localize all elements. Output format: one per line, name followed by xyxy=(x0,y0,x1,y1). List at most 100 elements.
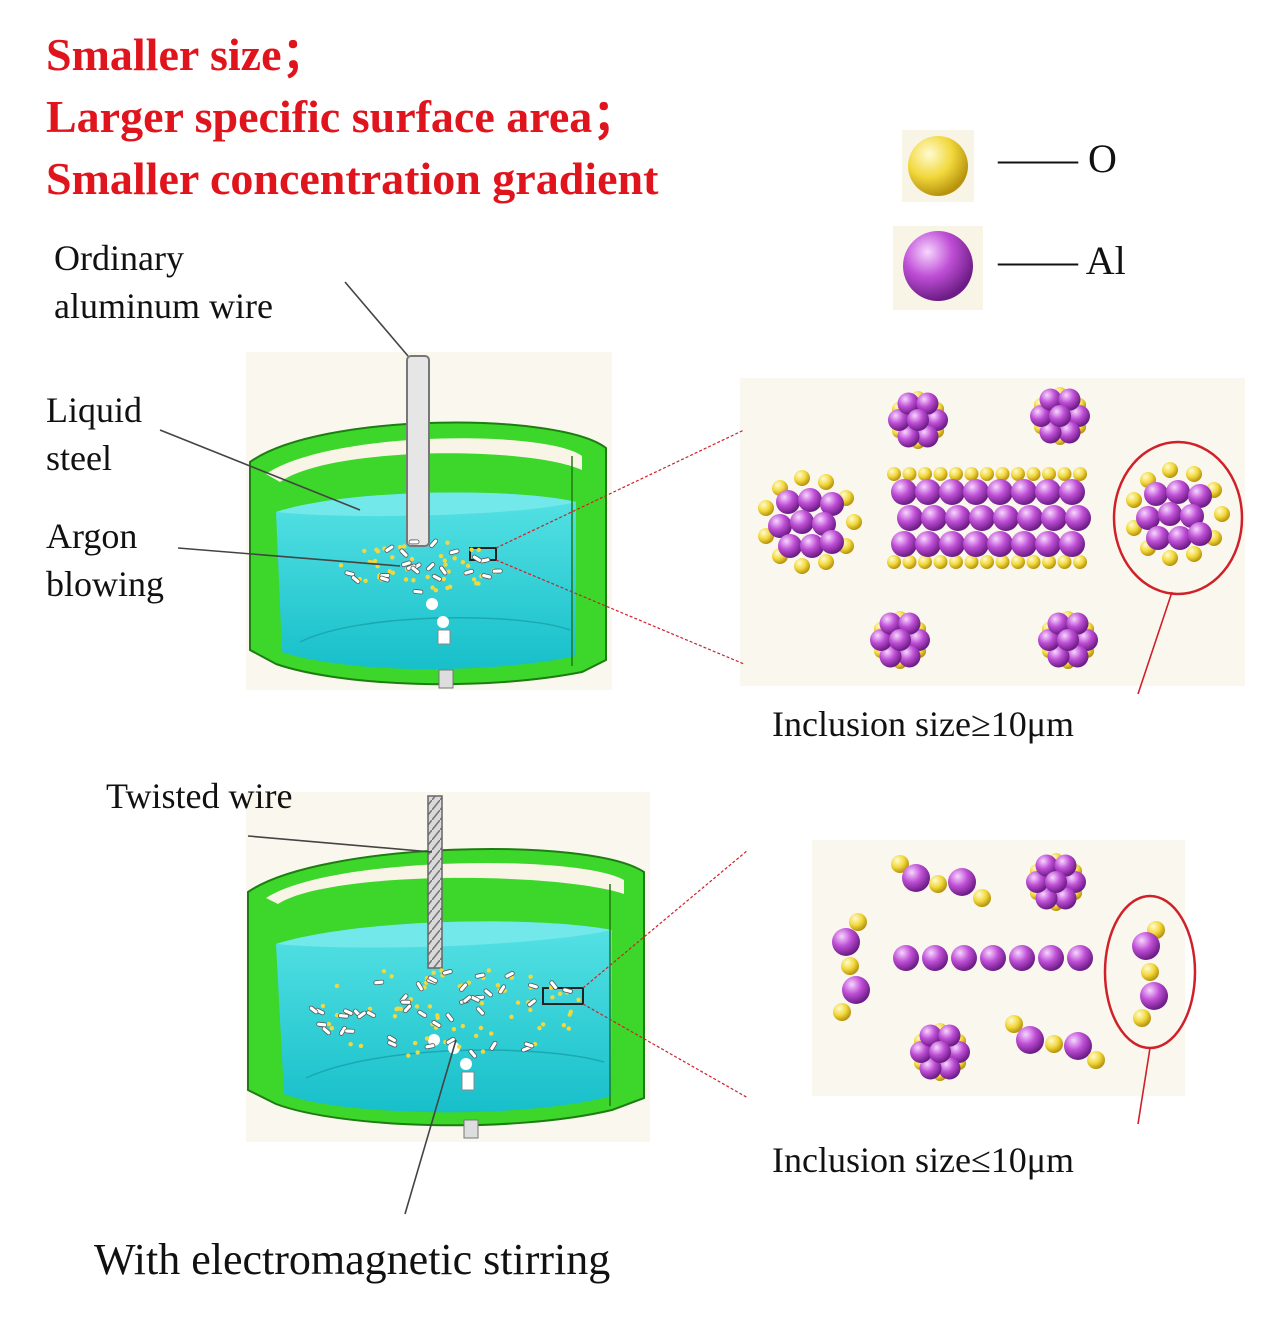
aluminum-atom xyxy=(1058,388,1081,411)
inclusion-rod xyxy=(459,982,468,992)
inclusion-rod xyxy=(387,1040,398,1048)
zigzag-chain xyxy=(832,913,870,1021)
oxygen-atom xyxy=(1133,1009,1151,1027)
inclusion-rod xyxy=(528,982,539,990)
aluminum-atom xyxy=(915,531,941,557)
oxygen-atom xyxy=(1042,555,1056,569)
inclusion-rod xyxy=(549,980,558,990)
oxygen-atom xyxy=(1011,467,1025,481)
aluminum-atom xyxy=(897,425,920,448)
aluminum-atom xyxy=(921,505,947,531)
inclusion-dot xyxy=(443,562,448,567)
aluminum-atom xyxy=(1011,479,1037,505)
inclusion-dot xyxy=(447,584,453,589)
oxygen-atom xyxy=(1011,555,1025,569)
aluminum-atom xyxy=(1035,479,1061,505)
inclusion-rod xyxy=(379,575,390,583)
aluminum-atom xyxy=(800,534,824,558)
chain-cluster xyxy=(893,945,1093,971)
inclusion-rod xyxy=(366,1010,377,1019)
aluminum-atom xyxy=(1054,887,1077,910)
oxygen-atom xyxy=(1162,550,1178,566)
inclusion-rod xyxy=(483,988,493,998)
inclusion-dot xyxy=(438,553,444,559)
inclusion-dot xyxy=(334,983,340,989)
aluminum-atom xyxy=(915,479,941,505)
label-ordinary-line-2: aluminum wire xyxy=(54,286,273,326)
inclusion-dot xyxy=(489,1031,494,1036)
inclusion-rod xyxy=(448,548,460,556)
oxygen-atom xyxy=(949,555,963,569)
oxygen-atom xyxy=(1057,467,1072,481)
aluminum-atom xyxy=(948,1041,970,1063)
aluminum-atom xyxy=(1066,612,1089,635)
inclusion-dot xyxy=(427,1004,433,1009)
inclusion-dot xyxy=(375,564,380,569)
inclusion-particles-top xyxy=(338,538,503,595)
inclusion-rod xyxy=(527,998,537,1007)
aluminum-atom xyxy=(907,409,929,431)
inclusion-dot xyxy=(446,569,451,574)
aluminum-atom xyxy=(897,392,920,415)
oxygen-atom xyxy=(1045,1035,1063,1053)
aluminum-atom xyxy=(1054,854,1077,877)
inclusion-dot xyxy=(389,974,394,979)
aluminum-atom xyxy=(1068,405,1090,427)
inclusion-dot xyxy=(473,1033,479,1039)
inclusion-dot xyxy=(515,1000,521,1005)
legend-aluminum-label: —— Al xyxy=(998,238,1126,283)
inclusion-rod xyxy=(431,1019,442,1028)
inclusion-dot xyxy=(433,588,439,593)
inclusion-dot xyxy=(465,563,471,568)
inclusion-rod xyxy=(417,1009,428,1018)
aluminum-atom xyxy=(1026,871,1048,893)
inclusion-rod xyxy=(308,1005,319,1015)
aluminum-atom xyxy=(879,645,902,668)
inclusion-dot xyxy=(451,1027,457,1032)
inclusion-rod xyxy=(321,1026,332,1036)
inclusion-dot xyxy=(424,1036,430,1041)
aluminum-atom xyxy=(963,479,989,505)
oxygen-atom xyxy=(846,514,862,530)
label-em-stirring: With electromagnetic stirring xyxy=(94,1235,611,1284)
oxygen-atom xyxy=(1214,506,1230,522)
aluminum-atom xyxy=(820,492,844,516)
aluminum-atom xyxy=(1064,1032,1092,1060)
aluminum-atom xyxy=(1132,932,1160,960)
inclusion-rod xyxy=(463,568,475,576)
inclusion-rod xyxy=(489,1040,498,1051)
aluminum-atom xyxy=(1065,505,1091,531)
ordinary-aluminum-wire xyxy=(406,355,430,547)
inclusion-rod xyxy=(415,981,424,992)
aluminum-atom xyxy=(922,945,948,971)
aluminum-atom xyxy=(1038,945,1064,971)
aluminum-atom xyxy=(1035,887,1058,910)
flower-cluster xyxy=(1030,387,1090,445)
aluminum-atom xyxy=(919,1024,942,1047)
inclusion-dot xyxy=(466,980,472,985)
aluminum-atom xyxy=(1030,405,1052,427)
oxygen-atom xyxy=(1186,466,1202,482)
label-inclusion-top: Inclusion size≥10μm xyxy=(772,704,1075,744)
aluminum-atom xyxy=(951,945,977,971)
aluminum-atom xyxy=(939,479,965,505)
inclusion-dot xyxy=(372,558,378,564)
aluminum-atom xyxy=(926,409,948,431)
headline-line-1: Smaller size； xyxy=(46,29,328,80)
aluminum-atom xyxy=(948,868,976,896)
aluminum-atom xyxy=(1049,405,1071,427)
oxygen-atom xyxy=(964,555,979,569)
inclusion-dot xyxy=(430,585,435,590)
inclusion-dot xyxy=(415,1050,420,1055)
aluminum-atom xyxy=(1009,945,1035,971)
inclusion-dot xyxy=(566,1026,571,1031)
aluminum-atom xyxy=(963,531,989,557)
inclusion-dot xyxy=(528,1007,533,1013)
oxygen-atom xyxy=(918,555,932,569)
inclusion-rod xyxy=(472,554,482,563)
zoom-lines xyxy=(495,429,749,1099)
aluminum-atom-icon xyxy=(903,231,973,301)
inclusion-rod xyxy=(408,539,420,545)
inclusion-rod xyxy=(429,538,439,548)
